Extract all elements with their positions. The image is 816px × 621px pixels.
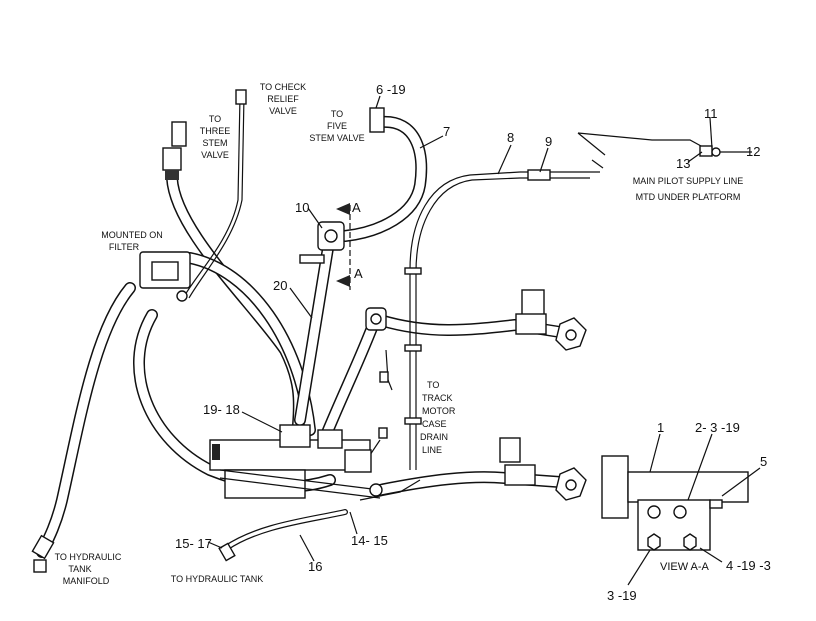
label-pilot-supply-1: MAIN PILOT SUPPLY LINE <box>633 176 744 186</box>
check-relief-fitting <box>235 89 247 105</box>
callout-15-17: 15- 17 <box>175 536 212 551</box>
label-three-stem-2: THREE <box>200 126 231 136</box>
callout-9: 9 <box>545 134 552 149</box>
callout-19-18: 19- 18 <box>203 402 240 417</box>
label-five-stem-1: TO <box>331 109 343 119</box>
label-track-motor-3: MOTOR <box>422 406 456 416</box>
label-track-motor-6: LINE <box>422 445 442 455</box>
bracket-bolt <box>379 371 389 383</box>
callout-11: 11 <box>704 106 718 121</box>
hose-16-fitting <box>218 542 236 562</box>
callout-16: 16 <box>308 559 322 574</box>
tube-clamps <box>404 267 422 425</box>
label-mounted-filter-1: MOUNTED ON <box>101 230 163 240</box>
callout-8: 8 <box>507 130 514 145</box>
label-section-a-bottom: A <box>354 266 363 281</box>
callout-14-15: 14- 15 <box>351 533 388 548</box>
pilot-supply-fittings <box>699 145 721 157</box>
callout-20: 20 <box>273 278 287 293</box>
label-check-relief-2: RELIEF <box>267 94 299 104</box>
tank-manifold-fitting <box>31 534 55 573</box>
upper-elbow-fitting <box>365 307 387 331</box>
callout-10: 10 <box>295 200 309 215</box>
callout-2-3-19: 2- 3 -19 <box>695 420 740 435</box>
label-check-relief-3: VALVE <box>269 106 297 116</box>
callout-5: 5 <box>760 454 767 469</box>
text-labels: TO CHECK RELIEF VALVE TO THREE STEM VALV… <box>55 82 744 586</box>
label-five-stem-2: FIVE <box>327 121 347 131</box>
label-tank-manifold-2: TANK <box>68 564 91 574</box>
fitting-10 <box>299 221 345 264</box>
valve-bank <box>209 424 383 499</box>
label-to-hydraulic-tank: TO HYDRAULIC TANK <box>171 574 264 584</box>
label-track-motor-2: TRACK <box>422 393 453 403</box>
leader-lines <box>207 95 761 586</box>
label-mounted-filter-2: FILTER <box>109 242 140 252</box>
callout-3-19: 3 -19 <box>607 588 637 603</box>
three-stem-fittings <box>162 121 187 180</box>
callout-1: 1 <box>657 420 664 435</box>
label-tank-manifold-1: TO HYDRAULIC <box>55 552 122 562</box>
section-a-marker <box>336 203 351 290</box>
label-view-aa: VIEW A-A <box>660 561 710 573</box>
hose-group <box>36 115 566 558</box>
callout-13: 13 <box>676 156 690 171</box>
filter-body <box>139 251 191 302</box>
view-aa-detail <box>601 455 749 551</box>
callout-4-19-3: 4 -19 -3 <box>726 558 771 573</box>
five-stem-fitting <box>369 107 385 133</box>
label-tank-manifold-3: MANIFOLD <box>63 576 110 586</box>
label-three-stem-1: TO <box>209 114 221 124</box>
callout-7: 7 <box>443 124 450 139</box>
callout-6-19: 6 -19 <box>376 82 406 97</box>
label-three-stem-4: VALVE <box>201 150 229 160</box>
label-track-motor-4: CASE <box>422 419 447 429</box>
label-check-relief-1: TO CHECK <box>260 82 306 92</box>
hose-three-stem <box>166 172 305 431</box>
callout-12: 12 <box>746 144 760 159</box>
label-section-a-top: A <box>352 200 361 215</box>
label-pilot-supply-2: MTD UNDER PLATFORM <box>636 192 741 202</box>
item-9-coupler <box>527 169 551 181</box>
upper-right-coupler <box>515 289 587 351</box>
label-three-stem-3: STEM <box>202 138 227 148</box>
callout-numbers: 6 -19 7 8 9 10 11 12 13 20 19- 18 15- 17… <box>175 82 771 603</box>
label-track-motor-5: DRAIN <box>420 432 448 442</box>
bracket-bolt <box>378 427 388 439</box>
lower-right-coupler <box>499 437 587 501</box>
label-five-stem-3: STEM VALVE <box>309 133 364 143</box>
label-track-motor-1: TO <box>427 380 439 390</box>
